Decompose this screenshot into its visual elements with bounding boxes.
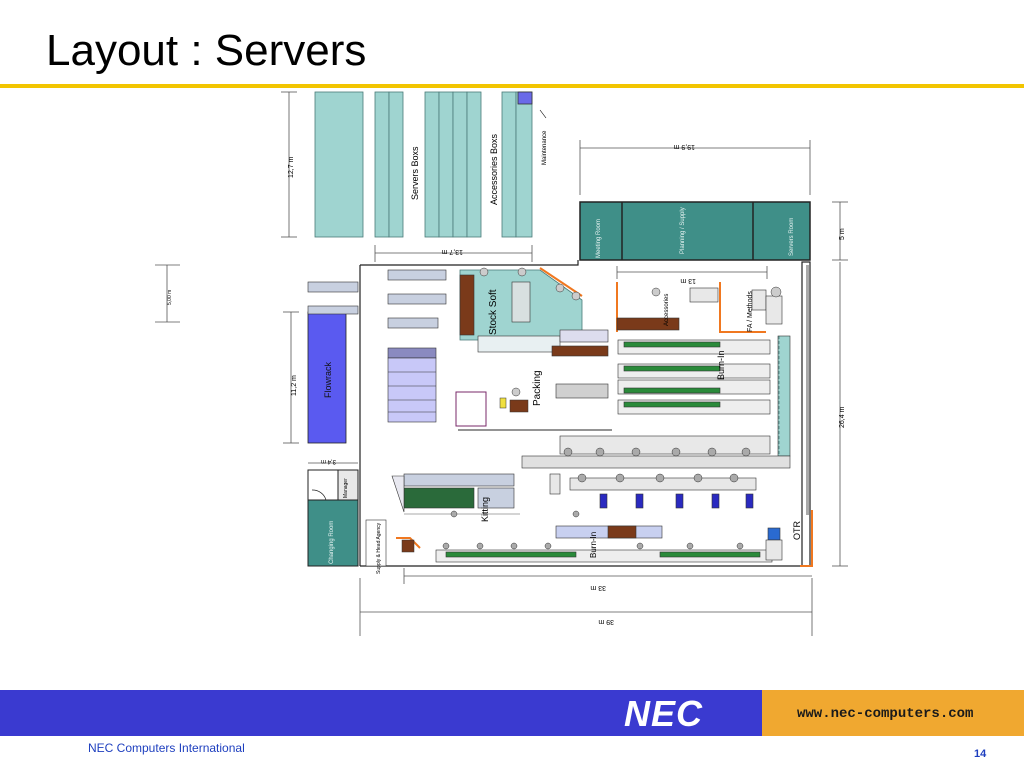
burn-in-bottom-label: Burn-In [589, 532, 598, 558]
dim-13-label: 13 m [680, 277, 696, 284]
fa-methods-label: FA / Methods [747, 291, 754, 332]
bottom-burn-in [435, 510, 813, 567]
kitting-label: Kitting [480, 497, 490, 522]
dim-39 [359, 578, 813, 636]
dim-3-4-label: 3,4 m [321, 458, 336, 464]
manager-label: Manager [343, 478, 349, 498]
dim-5 [832, 201, 848, 261]
manager-changing [307, 469, 359, 567]
dim-13-7-label: 13,7 m [441, 248, 463, 255]
flowrack [307, 305, 359, 444]
stock-soft-label: Stock Soft [488, 289, 499, 335]
servers-room-label: Servers Room [789, 218, 795, 256]
dim-5-label: 5 m [839, 228, 846, 240]
dim-13 [616, 266, 768, 279]
changing-room-label: Changing Room [329, 521, 335, 564]
footer-band: NEC www.nec-computers.com [0, 690, 1024, 736]
supply-head-label: Supply & Head Agency [376, 522, 382, 574]
footer-orange-bar [762, 690, 1024, 736]
servers-boxs-label: Servers Boxs [410, 146, 420, 200]
right-wall-fill [806, 265, 809, 515]
dim-33 [403, 568, 812, 584]
website-url: www.nec-computers.com [797, 706, 974, 722]
dim-19-9 [579, 140, 811, 195]
top-rooms [579, 201, 811, 261]
accessories-boxs-label: Accessories Boxs [489, 133, 499, 205]
lavender-shelving [387, 347, 437, 423]
burn-in-top-racks [617, 335, 791, 457]
dim-13-7 [374, 245, 533, 262]
accessories-area [616, 282, 783, 333]
dim-11-2 [283, 311, 299, 444]
dim-11-2-label: 11,2 m [291, 375, 298, 396]
dim-26-4-label: 26,4 m [839, 406, 846, 428]
small-racks [307, 269, 447, 329]
servers-boxs-racks [314, 91, 533, 238]
burn-in-top-label: Burn-In [716, 350, 726, 380]
packing-area [455, 383, 612, 431]
packing-label: Packing [532, 370, 543, 406]
flowrack-label: Flowrack [323, 361, 333, 398]
nec-logo: NEC [624, 693, 704, 734]
page-number: 14 [974, 748, 987, 760]
workstation-markers [442, 447, 751, 550]
dim-26-4 [832, 262, 848, 567]
otr-label: OTR [792, 521, 802, 540]
dim-5-00-label: 5,00 m [167, 290, 173, 305]
supply-head-area [365, 519, 421, 567]
assembly-line [521, 435, 791, 509]
planning-supply-label: Planning / Supply [680, 207, 686, 254]
slide-title: Layout : Servers [46, 26, 367, 75]
dim-12-7-label: 12,7 m [288, 156, 295, 178]
meeting-room-label: Meeting Room [596, 219, 602, 258]
title-underline [0, 84, 1024, 88]
maintenance-label: Maintenance [542, 130, 548, 165]
dim-5-00 [155, 264, 180, 323]
dim-39-label: 39 m [598, 618, 614, 625]
accessories-label: Accessories [664, 294, 670, 326]
dim-33-label: 33 m [590, 584, 606, 591]
floor-plan: Servers Boxs Accessories Boxs Maintenanc… [155, 91, 848, 636]
company-name: NEC Computers International [88, 741, 245, 755]
kitting-area [391, 473, 520, 515]
footer-blue-bar [0, 690, 762, 736]
stock-soft-area [459, 267, 609, 357]
dim-12-7 [281, 91, 297, 238]
dim-19-9-label: 19,9 m [673, 143, 695, 150]
